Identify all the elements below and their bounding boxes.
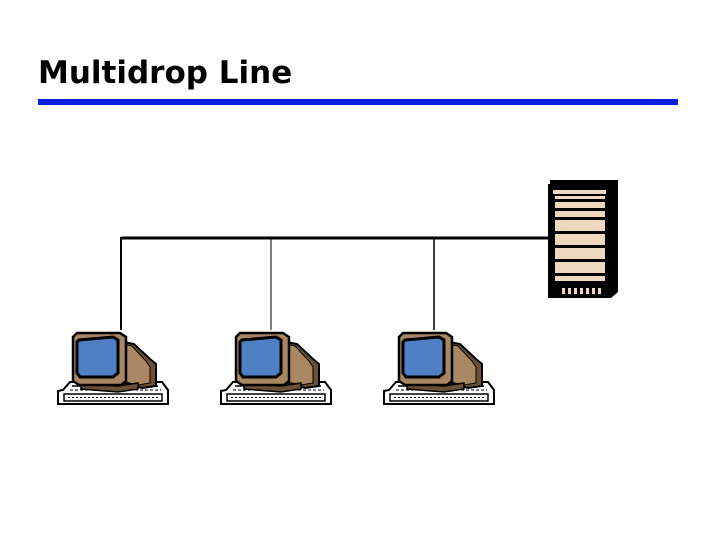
server-icon — [548, 180, 618, 298]
computer-icon — [56, 331, 170, 406]
computer-icon — [219, 331, 333, 406]
bus-line — [120, 236, 548, 330]
computer-icon — [382, 331, 496, 406]
title-underline — [38, 99, 678, 105]
slide-title: Multidrop Line — [38, 55, 293, 91]
